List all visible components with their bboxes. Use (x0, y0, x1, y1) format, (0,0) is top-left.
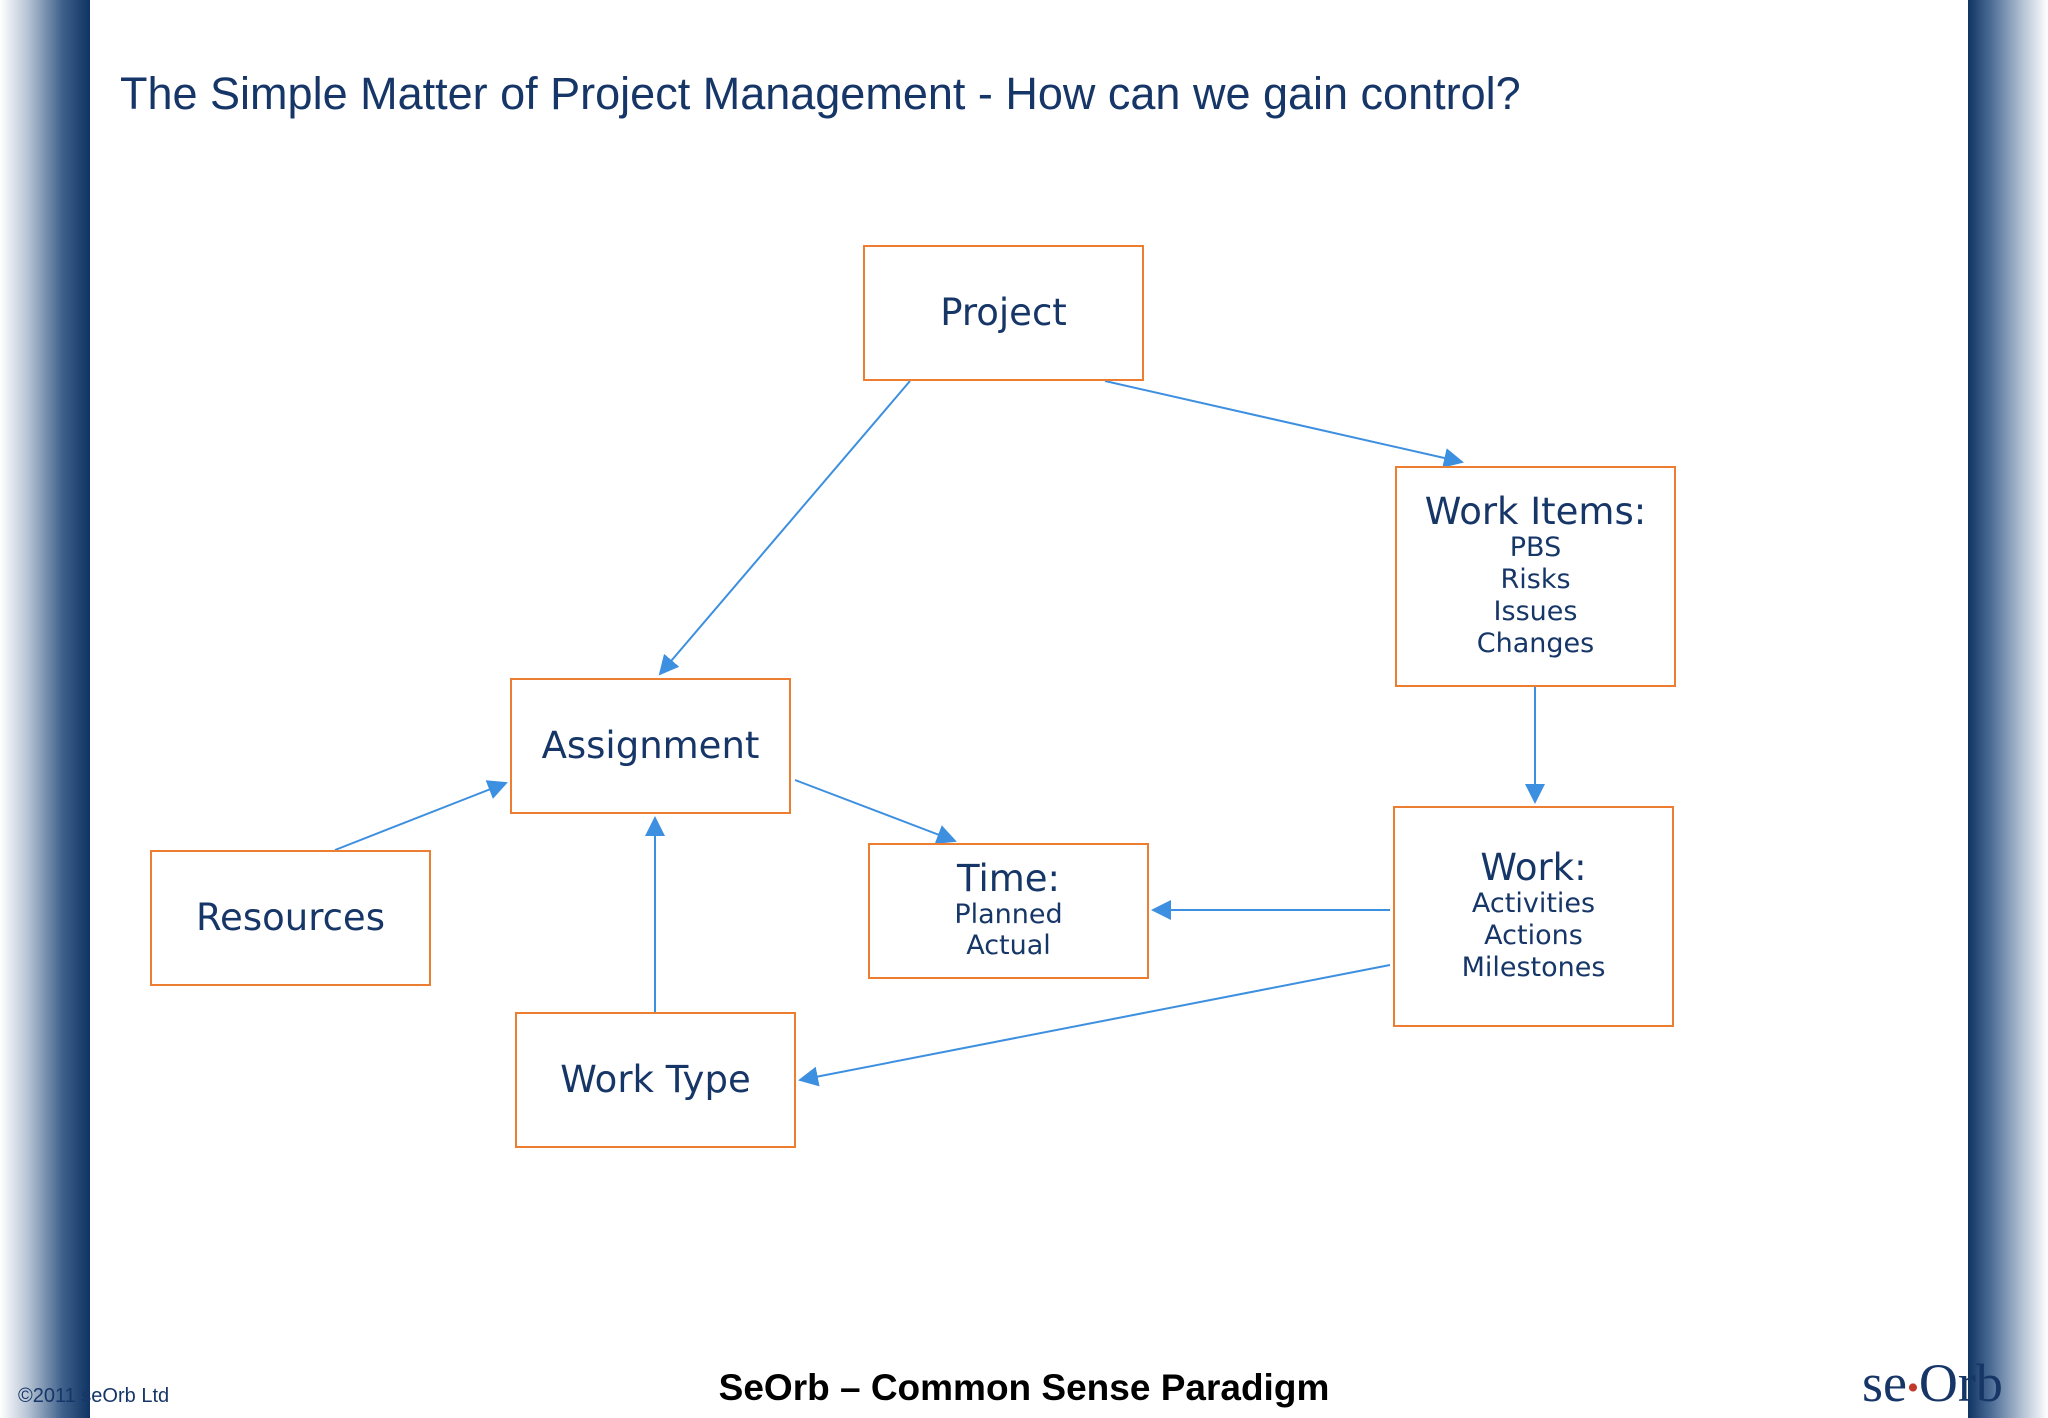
node-sub-item: Risks (1500, 564, 1571, 596)
arrow-work-to-work-type (798, 964, 1391, 1087)
slide-title: The Simple Matter of Project Management … (120, 68, 1521, 119)
node-sub-item: Planned (954, 898, 1063, 930)
node-assignment: Assignment (510, 678, 791, 814)
seorb-logo: se•Orb (1862, 1352, 2003, 1414)
logo-left-text: se (1862, 1353, 1907, 1413)
node-sub-item: Changes (1476, 627, 1595, 659)
copyright-notice: ©2011 seOrb Ltd (18, 1385, 170, 1407)
logo-dot-icon: • (1906, 1369, 1919, 1407)
node-label: Work Type (560, 1057, 751, 1101)
arrow-project-to-assignment (658, 380, 911, 676)
node-sub-item: Actual (966, 930, 1051, 962)
node-label: Work: (1480, 846, 1587, 890)
node-project: Project (863, 245, 1144, 381)
node-sub-item: Issues (1493, 595, 1578, 627)
footer-title: SeOrb – Common Sense Paradigm (718, 1367, 1330, 1408)
arrow-project-to-work-items (1104, 380, 1464, 468)
arrow-resources-to-assignment (334, 780, 508, 851)
node-label: Resources (196, 895, 385, 939)
edges-layer (334, 380, 1545, 1087)
node-sub-item: Activities (1471, 888, 1596, 920)
arrow-assignment-to-time (794, 779, 957, 844)
node-sub-item: Milestones (1461, 951, 1606, 983)
node-resources: Resources (150, 850, 431, 986)
left-side-band (0, 0, 90, 1418)
right-side-band (1968, 0, 2048, 1418)
node-work-type: Work Type (515, 1012, 796, 1148)
node-label: Time: (956, 856, 1060, 900)
logo-right-text: Orb (1918, 1353, 2003, 1413)
node-label: Work Items: (1424, 490, 1647, 534)
node-label: Assignment (541, 723, 760, 767)
node-sub-item: Actions (1484, 919, 1583, 951)
node-label: Project (940, 290, 1067, 334)
node-sub-item: PBS (1509, 532, 1562, 564)
